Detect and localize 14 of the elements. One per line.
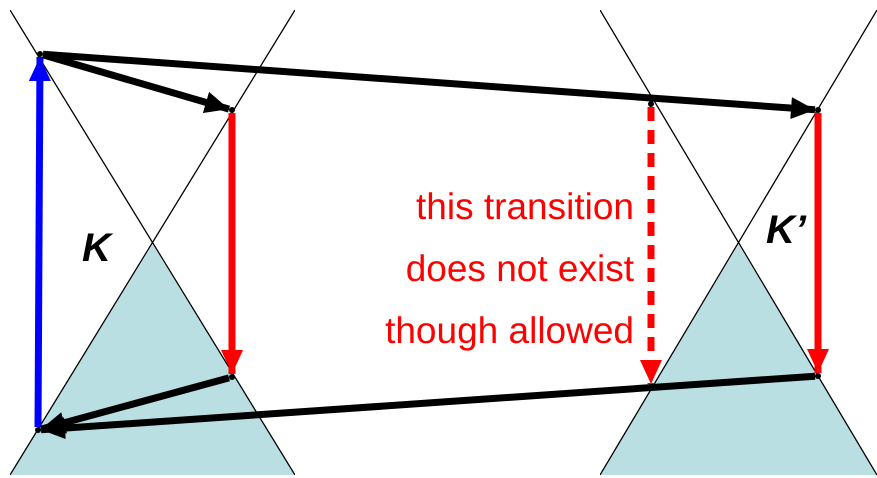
- arrow: [221, 113, 243, 374]
- state-point: [37, 51, 43, 57]
- arrow: [807, 113, 829, 373]
- arrow: [40, 372, 816, 440]
- state-point: [229, 107, 235, 113]
- state-point: [815, 107, 821, 113]
- dashed-arrow: [640, 107, 662, 384]
- arrow: [40, 374, 230, 434]
- arrow: [28, 56, 51, 428]
- valley-label: K: [82, 228, 111, 268]
- state-point: [35, 427, 41, 433]
- arrow: [42, 50, 816, 120]
- annotation-text: this transition does not exist though allowed: [384, 185, 634, 353]
- valley-label: K’: [766, 210, 806, 250]
